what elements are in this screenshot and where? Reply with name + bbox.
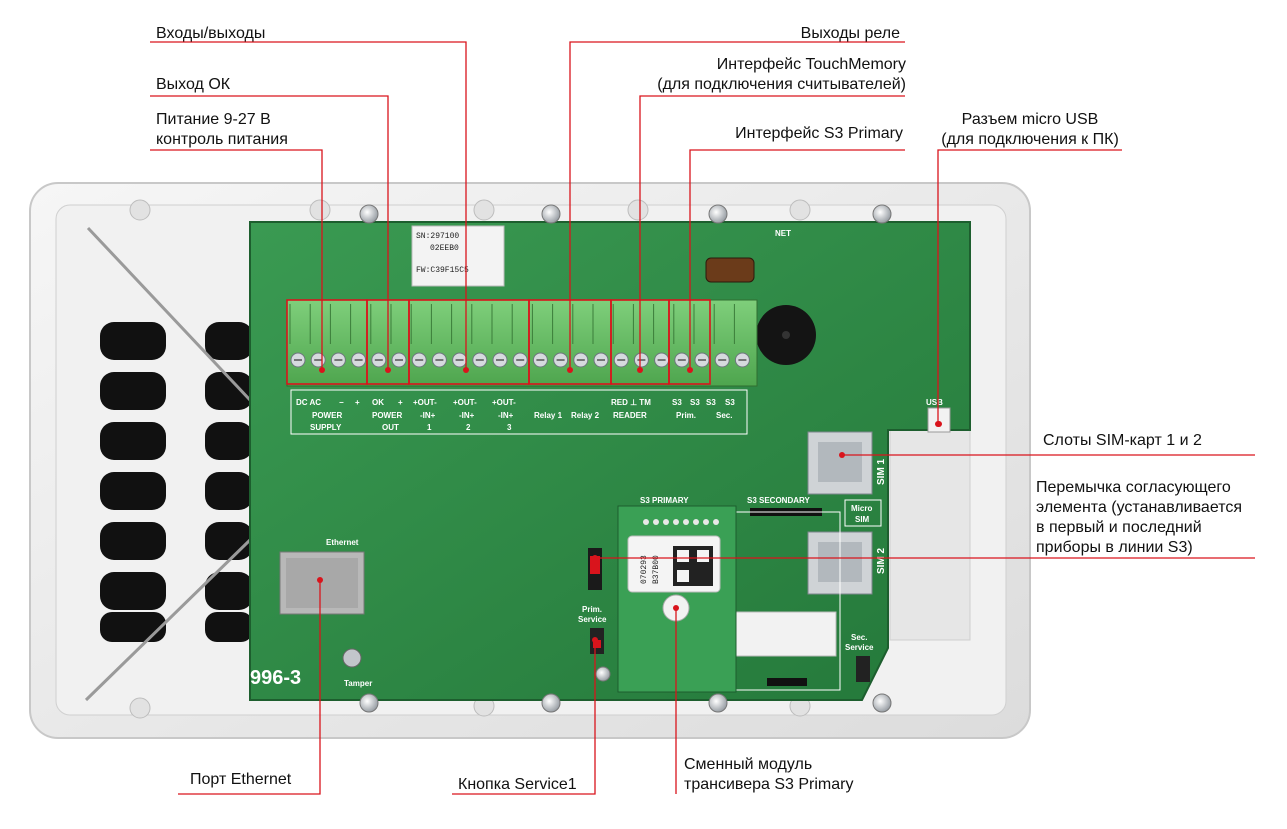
micro-usb-port bbox=[927, 407, 951, 433]
svg-text:Tamper: Tamper bbox=[344, 679, 372, 688]
label-usb-1: Разъем micro USB bbox=[961, 111, 1099, 128]
label-sim-slots: Слоты SIM-карт 1 и 2 bbox=[1043, 432, 1202, 449]
svg-text:Service: Service bbox=[578, 615, 607, 624]
svg-text:USB: USB bbox=[926, 398, 943, 407]
label-jumper-2: элемента (устанавливается bbox=[1036, 499, 1243, 516]
terminal-label-top: − bbox=[339, 398, 344, 407]
svg-text:02EEB0: 02EEB0 bbox=[430, 244, 459, 253]
label-service-button: Кнопка Service1 bbox=[458, 776, 577, 793]
svg-text:996-3: 996-3 bbox=[250, 667, 301, 689]
terminal-label-bottom: OUT bbox=[382, 423, 399, 432]
terminal-label-bottom: SUPPLY bbox=[310, 423, 342, 432]
terminal-group-highlights bbox=[286, 299, 711, 385]
svg-text:NET: NET bbox=[775, 229, 791, 238]
terminal-label-middle: -IN+ bbox=[498, 411, 514, 420]
svg-text:Micro: Micro bbox=[851, 504, 872, 513]
terminal-blocks bbox=[286, 299, 758, 387]
vent-slots bbox=[100, 322, 253, 642]
terminal-label-middle: -IN+ bbox=[420, 411, 436, 420]
ethernet-port: Ethernet bbox=[279, 538, 365, 615]
label-module-2: трансивера S3 Primary bbox=[684, 776, 854, 793]
label-s3-primary-interface: Интерфейс S3 Primary bbox=[735, 125, 903, 142]
label-jumper-1: Перемычка согласующего bbox=[1036, 479, 1231, 496]
terminal-label-middle: Relay 2 bbox=[571, 411, 600, 420]
terminal-label-middle: Prim. bbox=[676, 411, 696, 420]
terminal-label-top: S3 bbox=[725, 398, 735, 407]
terminal-label-top: + bbox=[398, 398, 403, 407]
terminal-label-middle: POWER bbox=[312, 411, 342, 420]
svg-text:S3 PRIMARY: S3 PRIMARY bbox=[640, 496, 689, 505]
label-jumper-3: в первый и последний bbox=[1036, 519, 1202, 536]
terminal-label-bottom: 2 bbox=[466, 423, 471, 432]
label-relay-outputs: Выходы реле bbox=[800, 25, 900, 42]
terminal-label-top: S3 bbox=[672, 398, 682, 407]
terminal-label-top: + bbox=[355, 398, 360, 407]
svg-text:Ethernet: Ethernet bbox=[326, 538, 359, 547]
callout-lines bbox=[150, 41, 1255, 795]
svg-text:070293: 070293 bbox=[640, 555, 649, 584]
svg-text:SIM: SIM bbox=[855, 515, 870, 524]
label-power-2: контроль питания bbox=[156, 131, 288, 148]
terminal-label-middle: -IN+ bbox=[459, 411, 475, 420]
label-jumper-4: приборы в линии S3) bbox=[1036, 539, 1193, 556]
svg-text:Sec.: Sec. bbox=[851, 633, 867, 642]
terminal-label-top: +OUT- bbox=[492, 398, 516, 407]
tamper-switch bbox=[342, 648, 362, 668]
terminal-label-middle: Sec. bbox=[716, 411, 732, 420]
terminal-label-bottom: 1 bbox=[427, 423, 432, 432]
svg-text:SIM 2: SIM 2 bbox=[876, 547, 887, 574]
label-ok-output: Выход ОК bbox=[156, 76, 231, 93]
terminal-label-middle: READER bbox=[613, 411, 647, 420]
terminal-label-bottom: 3 bbox=[507, 423, 512, 432]
terminal-label-middle: Relay 1 bbox=[534, 411, 563, 420]
label-touchmemory-1: Интерфейс TouchMemory bbox=[716, 56, 906, 73]
serial-sticker bbox=[411, 225, 505, 287]
label-ethernet-port: Порт Ethernet bbox=[190, 771, 292, 788]
label-inputs-outputs: Входы/выходы bbox=[156, 25, 266, 42]
terminal-label-top: +OUT- bbox=[453, 398, 477, 407]
label-power-1: Питание 9-27 В bbox=[156, 111, 271, 128]
svg-text:SN:297100: SN:297100 bbox=[416, 232, 459, 241]
terminal-label-top: RED ⊥ TM bbox=[611, 398, 651, 407]
svg-text:B37B00: B37B00 bbox=[652, 555, 661, 584]
s3-primary-module: 070293 B37B00 bbox=[617, 505, 737, 693]
terminal-label-top: S3 bbox=[706, 398, 716, 407]
svg-text:S3 SECONDARY: S3 SECONDARY bbox=[747, 496, 810, 505]
pcb-board: SN:297100 02EEB0 FW:C39F15C5 NET DC AC − +… bbox=[249, 204, 971, 713]
label-usb-2: (для подключения к ПК) bbox=[941, 131, 1119, 148]
terminal-label-top: OK bbox=[372, 398, 384, 407]
svg-text:SIM 1: SIM 1 bbox=[876, 458, 887, 485]
label-touchmemory-2: (для подключения считывателей) bbox=[657, 76, 906, 93]
terminal-label-top: S3 bbox=[690, 398, 700, 407]
svg-text:Prim.: Prim. bbox=[582, 605, 602, 614]
terminal-label-top: +OUT- bbox=[413, 398, 437, 407]
svg-text:FW:C39F15C5: FW:C39F15C5 bbox=[416, 266, 469, 275]
label-module-1: Сменный модуль bbox=[684, 756, 813, 773]
terminal-label-top: DC AC bbox=[296, 398, 321, 407]
terminal-label-middle: POWER bbox=[372, 411, 402, 420]
svg-text:Service: Service bbox=[845, 643, 874, 652]
